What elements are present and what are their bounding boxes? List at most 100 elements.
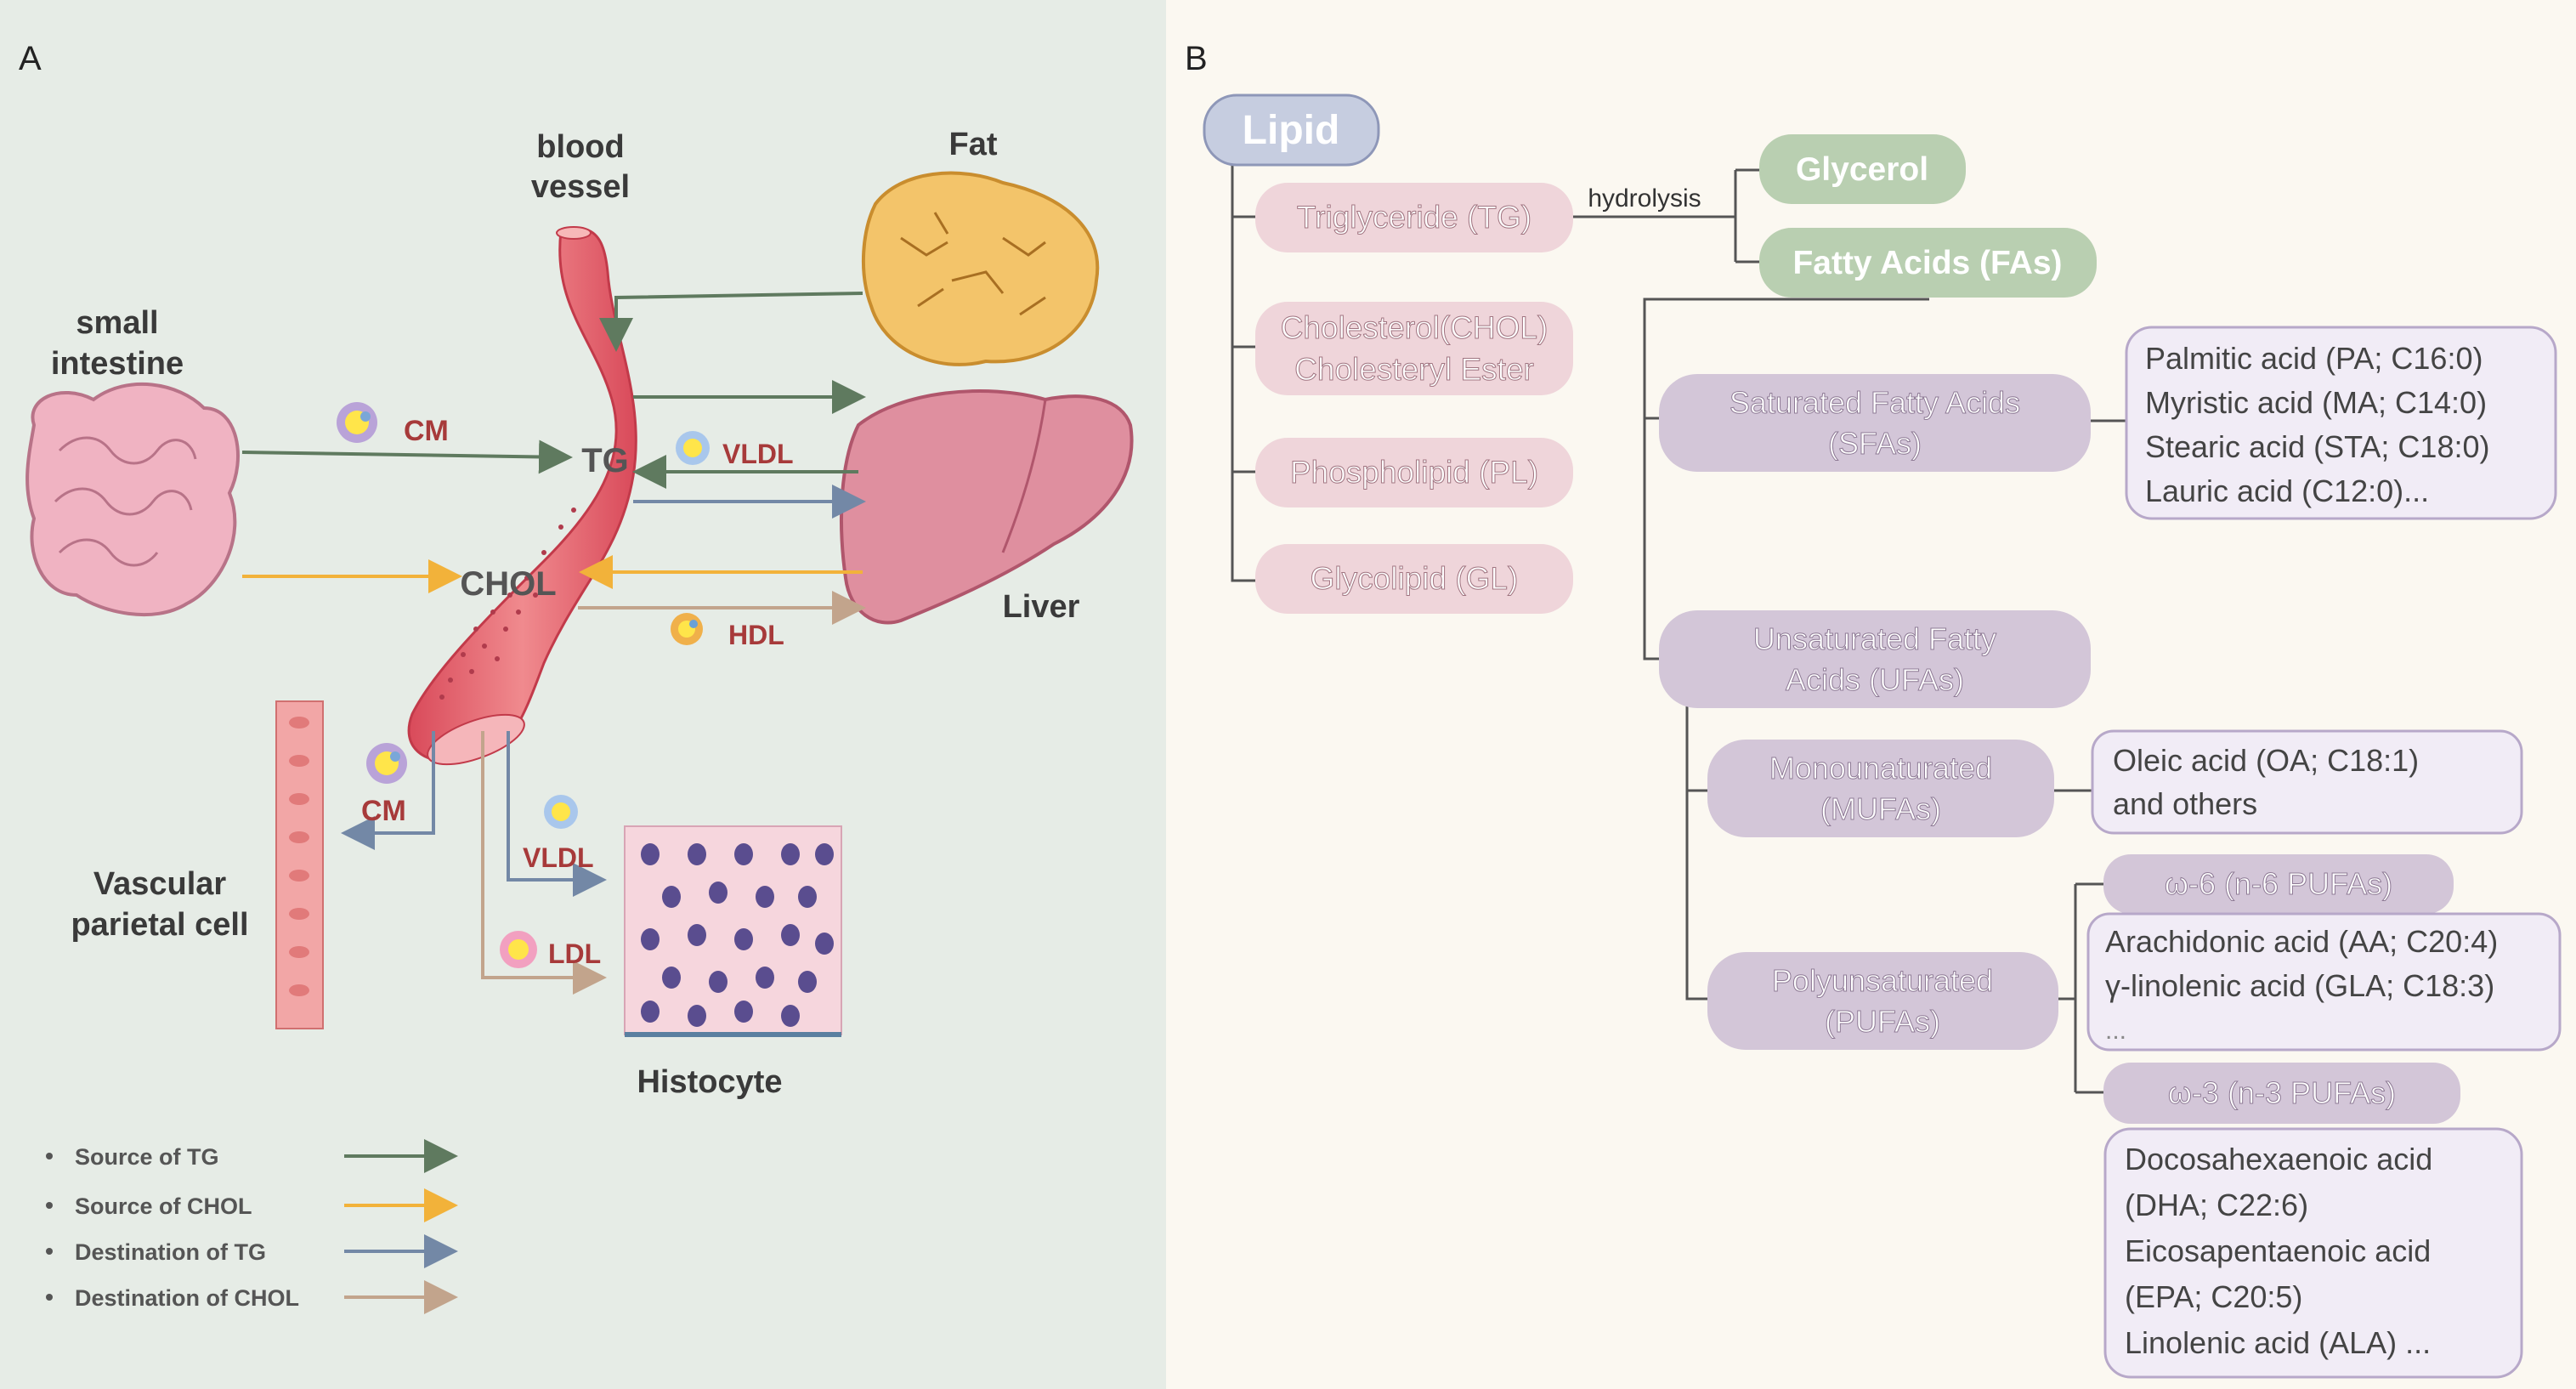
sfa-example-3: Stearic acid (STA; C18:0) [2145, 429, 2489, 464]
mufa-example-1: Oleic acid (OA; C18:1) [2113, 743, 2419, 778]
n3-example-5: Linolenic acid (ALA) ... [2125, 1325, 2431, 1360]
fas-node-label: Fatty Acids (FAs) [1792, 245, 2062, 281]
vascular-cell-label-line1: Vascular [93, 866, 227, 902]
legend-bullet [46, 1202, 53, 1209]
n6-node-box [2103, 854, 2454, 914]
panel-a-letter: A [19, 40, 42, 77]
pl-node-label: Phospholipid (PL) [1290, 455, 1538, 490]
panel-b-letter: B [1185, 40, 1208, 77]
legend-label-destination-tg: Destination of TG [75, 1239, 266, 1265]
n6-examples-box [2086, 912, 2562, 1052]
cm-label-bottom: CM [361, 795, 406, 827]
lipid-node-label: Lipid [1243, 108, 1340, 153]
small-intestine-illustration [25, 382, 240, 617]
arrow-vldl-to-histocyte [507, 731, 607, 897]
ufas-node-label-line1: Unsaturated Fatty [1753, 621, 1996, 656]
n6-example-2: γ-linolenic acid (GLA; C18:3) [2105, 968, 2494, 1003]
pufas-node-box [1707, 952, 2058, 1050]
n6-example-1: Arachidonic acid (AA; C20:4) [2105, 924, 2498, 959]
ldl-particle-icon [500, 931, 537, 968]
ldl-label: LDL [548, 938, 601, 969]
arrow-ldl-to-histocyte [481, 731, 607, 995]
n6-example-3: ... [2105, 1017, 2126, 1045]
sfa-example-2: Myristic acid (MA; C14:0) [2145, 385, 2487, 420]
vldl-label-top: VLDL [722, 439, 794, 469]
panel-a-figure: A blood vessel Fat small intestine Liver [19, 40, 1134, 1314]
hdl-particle-icon [671, 613, 703, 645]
chol-node-label-line2: Cholesteryl Ester [1294, 352, 1534, 387]
mufas-node-label-line2: (MUFAs) [1820, 791, 1941, 826]
n3-node-box [2103, 1063, 2460, 1124]
hdl-label: HDL [728, 620, 784, 650]
small-intestine-label-line2: intestine [51, 346, 184, 382]
n3-example-1: Docosahexaenoic acid [2125, 1142, 2432, 1176]
sfa-example-1: Palmitic acid (PA; C16:0) [2145, 341, 2483, 376]
blood-vessel-illustration [407, 226, 637, 766]
sfas-node-label-line1: Saturated Fatty Acids [1730, 385, 2020, 420]
cm-particle-icon [337, 402, 377, 443]
glycerol-node-label: Glycerol [1796, 151, 1928, 188]
vascular-parietal-cell-illustration [275, 700, 324, 1029]
legend-label-source-chol: Source of CHOL [75, 1193, 252, 1219]
tg-label: TG [581, 442, 629, 479]
vldl-particle-icon [676, 431, 710, 465]
mufas-node-label-line1: Monounaturated [1769, 751, 1992, 785]
arrow-intestine-to-tg [241, 439, 573, 474]
legend-label-destination-chol: Destination of CHOL [75, 1285, 299, 1311]
chol-node-label-line1: Cholesterol(CHOL) [1281, 310, 1548, 345]
tg-node-box [1255, 183, 1573, 252]
tg-node-label: Triglyceride (TG) [1297, 200, 1531, 235]
n3-example-4: (EPA; C20:5) [2125, 1279, 2302, 1314]
liver-label: Liver [1003, 589, 1080, 625]
vascular-cell-label-line2: parietal cell [71, 907, 248, 943]
chol-node-box [1255, 302, 1573, 395]
arrow-fat-to-tg [599, 292, 863, 352]
vldl-label-bottom: VLDL [523, 842, 594, 873]
liver-illustration [840, 389, 1134, 625]
cm-particle-icon-lower [366, 743, 407, 784]
fat-illustration [861, 171, 1100, 366]
pufas-node-label-line1: Polyunsaturated [1772, 963, 1993, 998]
n3-example-3: Eicosapentaenoic acid [2125, 1233, 2431, 1268]
pl-node-box [1255, 438, 1573, 507]
blood-vessel-label-line1: blood [536, 129, 624, 165]
panel-a: A blood vessel Fat small intestine Liver [0, 0, 1166, 1389]
glycerol-node-box [1759, 134, 1966, 204]
n3-example-2: (DHA; C22:6) [2125, 1188, 2308, 1222]
sfa-examples-box [2125, 326, 2557, 520]
sfas-node-box [1659, 374, 2091, 472]
mufa-examples-box [2091, 729, 2523, 835]
arrow-cm-to-vascular [341, 731, 435, 850]
small-intestine-label-line1: small [76, 305, 158, 341]
histocyte-illustration [624, 825, 842, 1037]
panel-b-tree: B Lipid Triglyceride (TG) Cholesterol(CH… [1185, 40, 2562, 1379]
mufas-node-box [1707, 740, 2054, 837]
ufas-node-box [1659, 610, 2091, 708]
vldl-particle-icon-lower [544, 795, 578, 829]
tree-connectors [1231, 166, 2126, 1094]
histocyte-label: Histocyte [637, 1064, 782, 1100]
fat-label: Fat [949, 127, 998, 162]
legend: Source of TG Source of CHOL Destination … [46, 1139, 458, 1314]
gl-node-label: Glycolipid (GL) [1311, 561, 1519, 596]
chol-label: CHOL [460, 565, 556, 603]
pufas-node-label-line2: (PUFAs) [1825, 1004, 1940, 1039]
mufa-example-2: and others [2113, 786, 2257, 821]
blood-vessel-label-line2: vessel [531, 169, 630, 205]
legend-bullet [46, 1294, 53, 1301]
fas-node-box [1759, 228, 2097, 298]
sfa-example-4: Lauric acid (C12:0)... [2145, 473, 2429, 508]
ufas-node-label-line2: Acids (UFAs) [1786, 662, 1964, 697]
legend-bullet [46, 1153, 53, 1159]
panel-b: B Lipid Triglyceride (TG) Cholesterol(CH… [1166, 0, 2576, 1389]
n3-examples-box [2103, 1127, 2523, 1379]
legend-bullet [46, 1248, 53, 1255]
cm-label-top: CM [404, 415, 449, 447]
n3-node-label: ω-3 (n-3 PUFAs) [2168, 1075, 2396, 1110]
sfas-node-label-line2: (SFAs) [1828, 426, 1922, 461]
hydrolysis-label: hydrolysis [1588, 184, 1701, 213]
gl-node-box [1255, 544, 1573, 614]
lipid-node-box [1203, 94, 1380, 167]
n6-node-label: ω-6 (n-6 PUFAs) [2165, 866, 2392, 901]
legend-label-source-tg: Source of TG [75, 1144, 219, 1170]
